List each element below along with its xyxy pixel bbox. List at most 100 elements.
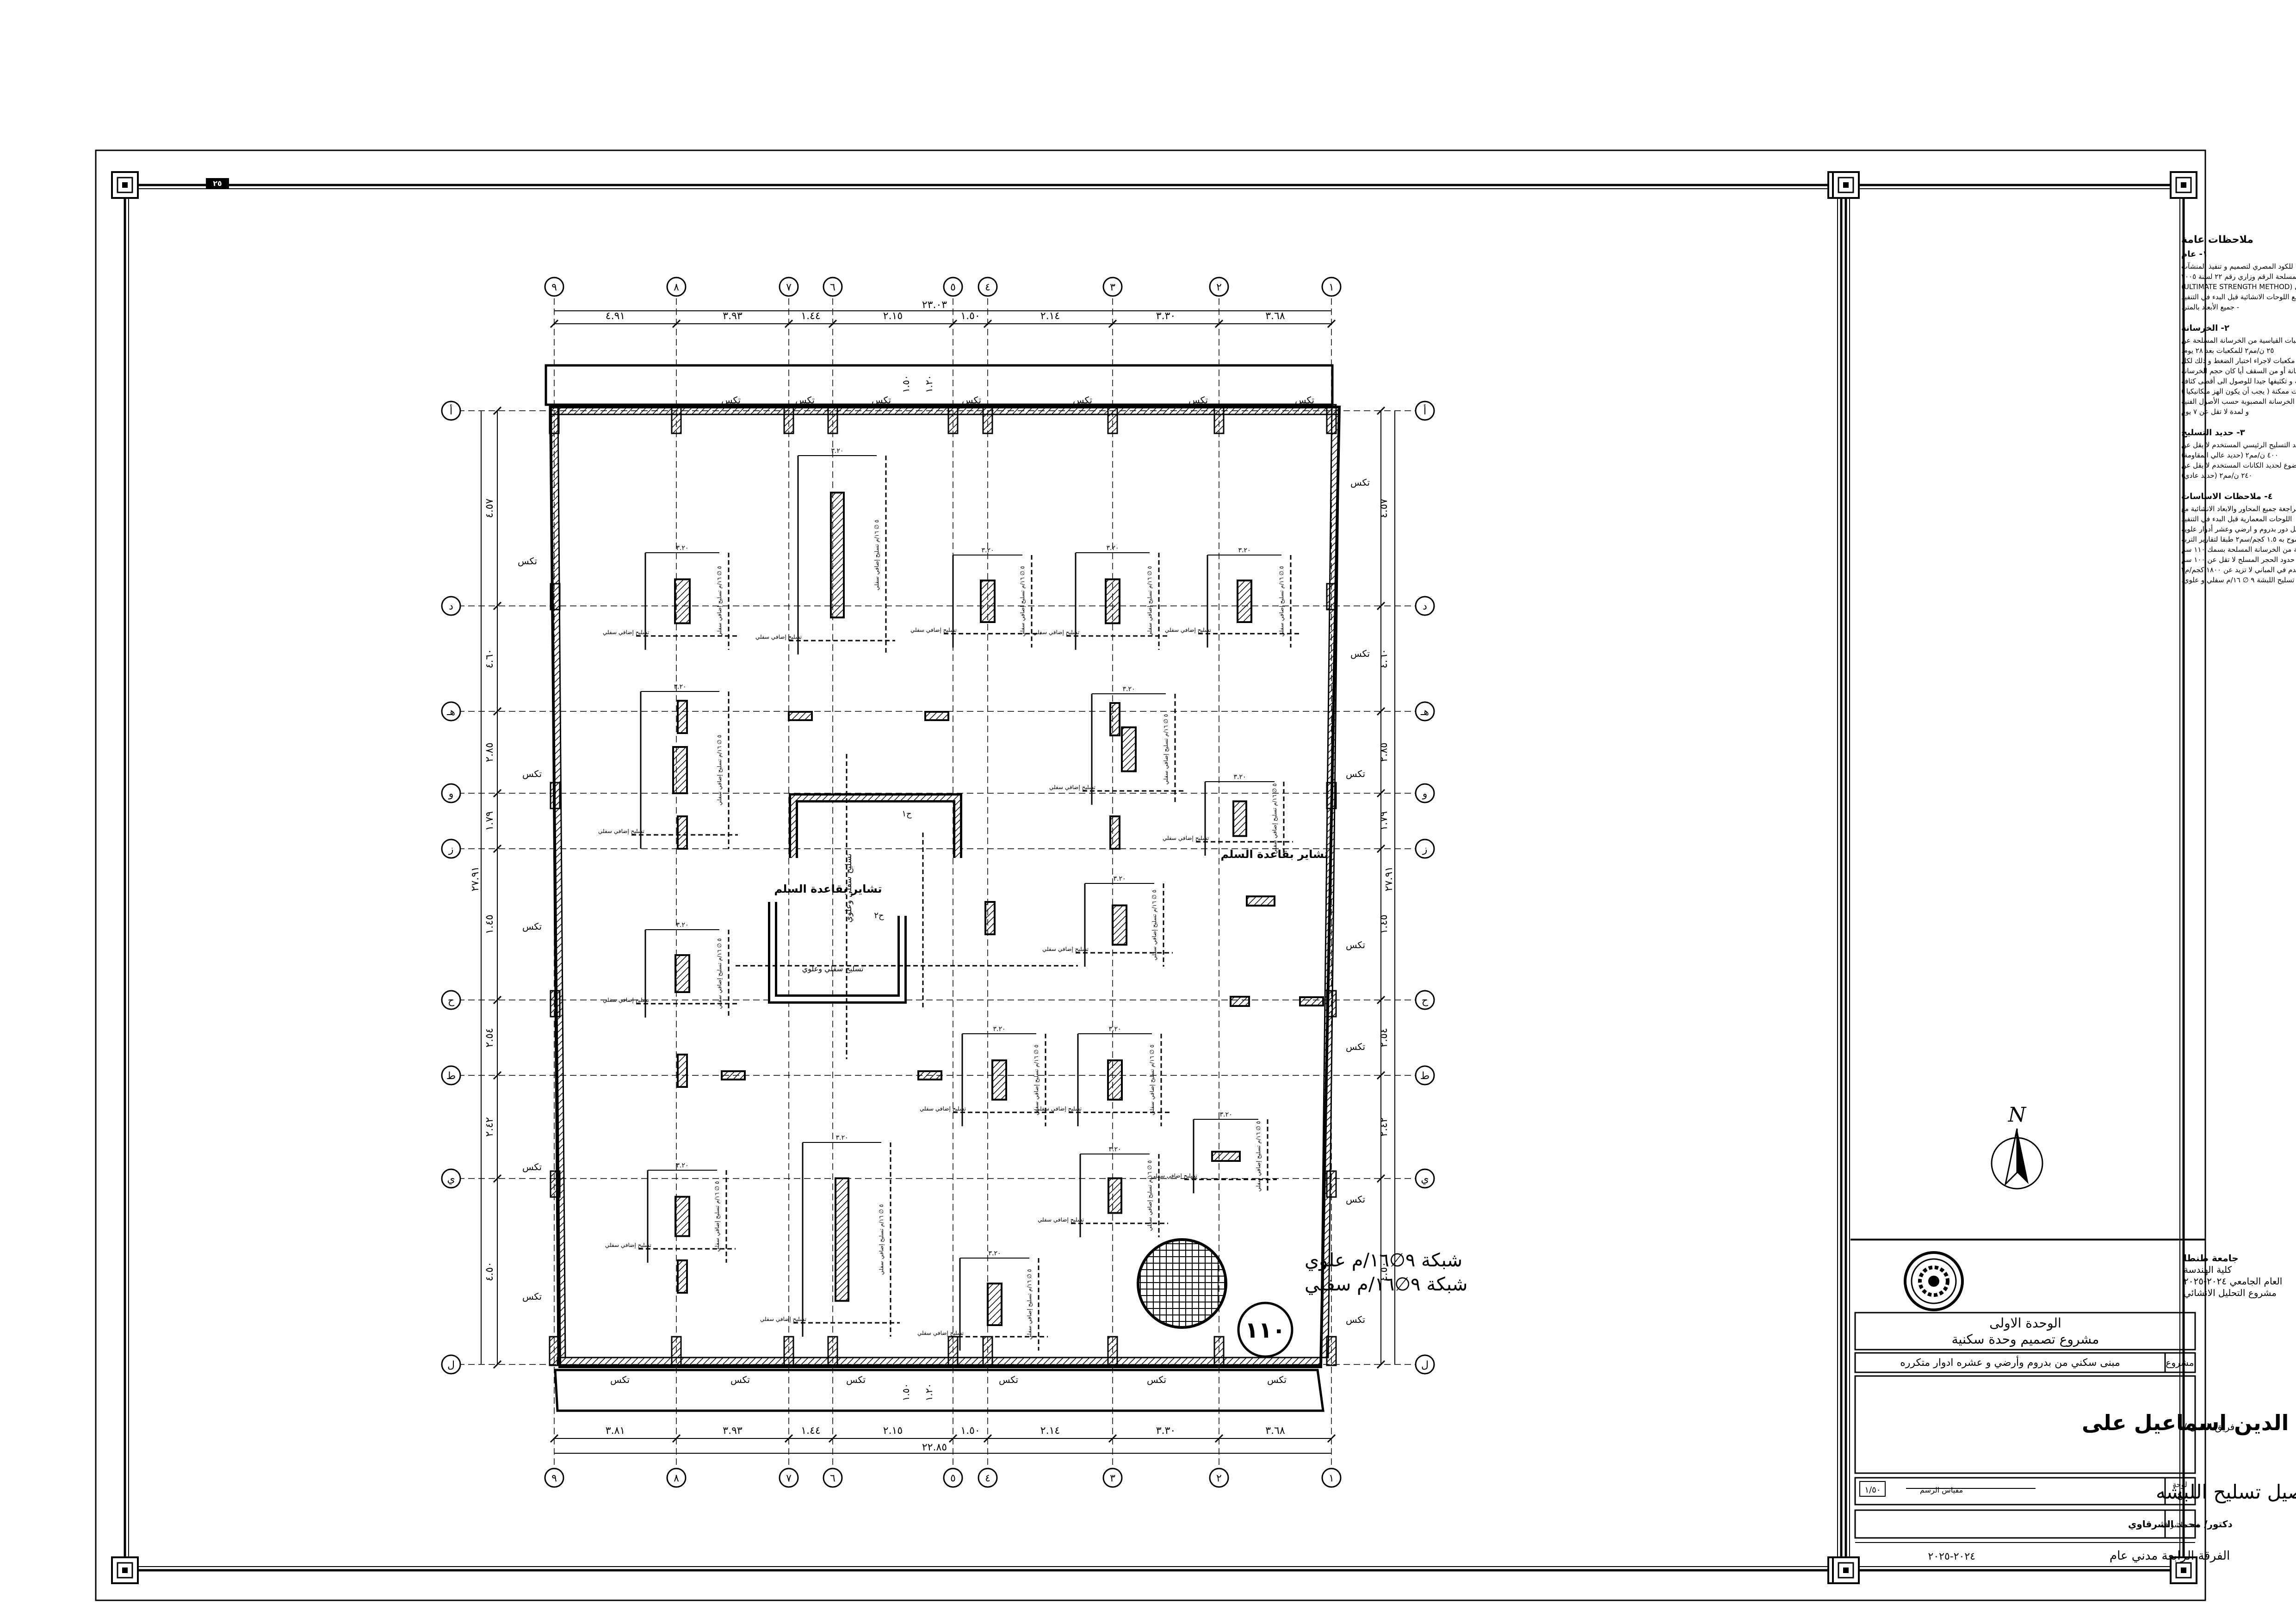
axis-bubble <box>441 1065 461 1086</box>
column <box>783 404 794 434</box>
notes-line: ٥٠ م٣ خرسانة أو من السقف أيا كان حجم الخ… <box>2181 366 2296 375</box>
notes-line: - من حدود الحجر المسلح لا تقل عن ١٠٠ سم <box>2181 555 2296 564</box>
column <box>549 1336 560 1366</box>
cover-label: تكس <box>1073 395 1092 406</box>
column <box>550 782 561 809</box>
column <box>1326 404 1337 434</box>
extra-bar-label: تسليح إضافي سفلي <box>1163 835 1209 841</box>
extra-bar-label: ٥ ∅ ١٦/م تسليح إضافي سفلي <box>716 938 723 1009</box>
dim-value: ٤.٥٧ <box>1378 499 1390 518</box>
column <box>984 901 996 935</box>
cover-label: تكس <box>522 1291 542 1302</box>
dim-tick <box>1376 1071 1386 1080</box>
supervisor: دكتور/ محمد الشرقاوي <box>2128 1518 2233 1530</box>
dim-total: ٢٣.٠٣ <box>922 299 947 311</box>
dim-tick <box>672 319 681 328</box>
dim-tick <box>948 1434 958 1443</box>
frame-corner-ornament <box>122 1567 128 1573</box>
offset-dim: ١.٥٠ <box>900 375 911 393</box>
extra-bar-label: ٥ ∅ ١٦/م تسليح إضافي سفلي <box>1146 1160 1153 1231</box>
frame-corner-ornament <box>1843 182 1849 188</box>
column <box>827 1336 838 1366</box>
column <box>1109 702 1120 736</box>
extra-bar-label: ٥ ∅ ١٦/م تسليح إضافي سفلي <box>1026 1269 1033 1340</box>
course-name: مشروع التحليل الانشائي <box>2184 1287 2277 1299</box>
column <box>1108 1177 1122 1214</box>
wall-label: ح١ <box>902 809 912 819</box>
column <box>1326 1170 1337 1198</box>
extra-bar-label: ٥ ∅ ١٦/م تسليح إضافي سفلي <box>716 566 723 637</box>
notes-line: - التصميم الانشائي طبقا للكود المصري لتص… <box>2181 262 2296 271</box>
dim-value: ١.٧٩ <box>1378 811 1390 831</box>
column <box>783 1336 794 1366</box>
cover-label: تكس <box>1346 1041 1365 1052</box>
footing-dim: ٣.٢٠ <box>676 921 688 929</box>
extra-bar-label: تسليح إضافي سفلي <box>1038 1216 1084 1223</box>
dim-total: ٢٧.٩١ <box>1383 866 1395 891</box>
dim-tick <box>1214 319 1224 328</box>
axis-bubble <box>1321 1468 1342 1488</box>
dim-tick <box>1327 1434 1336 1443</box>
notes-line: الخرسانية المسلحة الرقم وزاري رقم ٢٢ لسن… <box>2181 272 2296 281</box>
axis-bubble <box>441 990 461 1010</box>
column <box>980 580 996 623</box>
axis-bubble <box>1321 277 1342 297</box>
scale-label: مقياس الرسم <box>1920 1486 1963 1495</box>
extra-bar-label: ٥ ∅ ١٦/م تسليح إضافي سفلي <box>716 735 723 806</box>
dim-value: ١.٤٥ <box>484 914 495 934</box>
frame-corner-ornament <box>2175 177 2192 193</box>
dim-total: ٢٢.٨٥ <box>922 1442 947 1453</box>
stair-label: تشاير بقاعدة السلم <box>1220 848 1328 861</box>
column <box>947 404 959 434</box>
frame-corner-ornament <box>117 1562 133 1579</box>
axis-bubble <box>441 839 461 859</box>
column <box>1213 1336 1225 1366</box>
dim-tick <box>493 789 502 798</box>
column <box>1232 800 1247 837</box>
dim-value: ٢.٥٤ <box>1378 1028 1390 1047</box>
axis-label: ح <box>1422 995 1429 1006</box>
side-frame <box>1844 184 2185 1572</box>
dim-tick <box>493 707 502 716</box>
dim-tick <box>493 601 502 611</box>
dim-tick <box>1376 1360 1386 1369</box>
retaining-wall-left <box>550 406 566 1358</box>
dim-tick <box>493 844 502 853</box>
axis-label: ٥ <box>950 1473 956 1484</box>
wall-label: ح٢ <box>874 911 884 920</box>
axis-label: ٢ <box>1216 1473 1222 1484</box>
axis-bubble <box>943 277 963 297</box>
extra-bar-label: تسليح إضافي سفلي <box>1049 784 1095 790</box>
column <box>677 1054 688 1088</box>
column <box>1326 782 1337 809</box>
raft-projection-top <box>545 364 1334 406</box>
dim-tick <box>493 1174 502 1183</box>
extra-bar-label: ٥ ∅ ١٦/م تسليح إضافي سفلي <box>1271 784 1278 854</box>
cover-label: تكس <box>721 395 741 406</box>
dim-value: ٤.٦٠ <box>1378 649 1390 668</box>
column <box>1326 583 1337 611</box>
column <box>982 404 993 434</box>
dim-tick <box>550 319 559 328</box>
column <box>550 1170 561 1198</box>
axis-bubble <box>666 1468 687 1488</box>
dim-tick <box>784 319 793 328</box>
extra-bar-label: ٥ ∅ ١٦/م تسليح إضافي سفلي <box>1149 1045 1155 1116</box>
extra-bar-label: تسليح إضافي سفلي <box>917 1330 964 1336</box>
column <box>987 1283 1003 1326</box>
notes-line: و لمدة لا تقل عن ٧ يوم <box>2181 407 2249 416</box>
axis-bubble <box>1415 1065 1435 1086</box>
dim-tick <box>1108 319 1117 328</box>
frame-corner-ornament <box>111 1556 139 1584</box>
notes-line: اللوحات المعمارية قبل البدء في التنفيذ <box>2181 515 2292 524</box>
frame-corner-ornament <box>1838 1562 1854 1579</box>
dim-tick <box>983 319 992 328</box>
axis-label: ٨ <box>674 282 679 293</box>
dim-tick <box>1376 995 1386 1005</box>
offset-dim: ١.٢٠ <box>923 375 934 393</box>
column <box>1211 1151 1241 1162</box>
